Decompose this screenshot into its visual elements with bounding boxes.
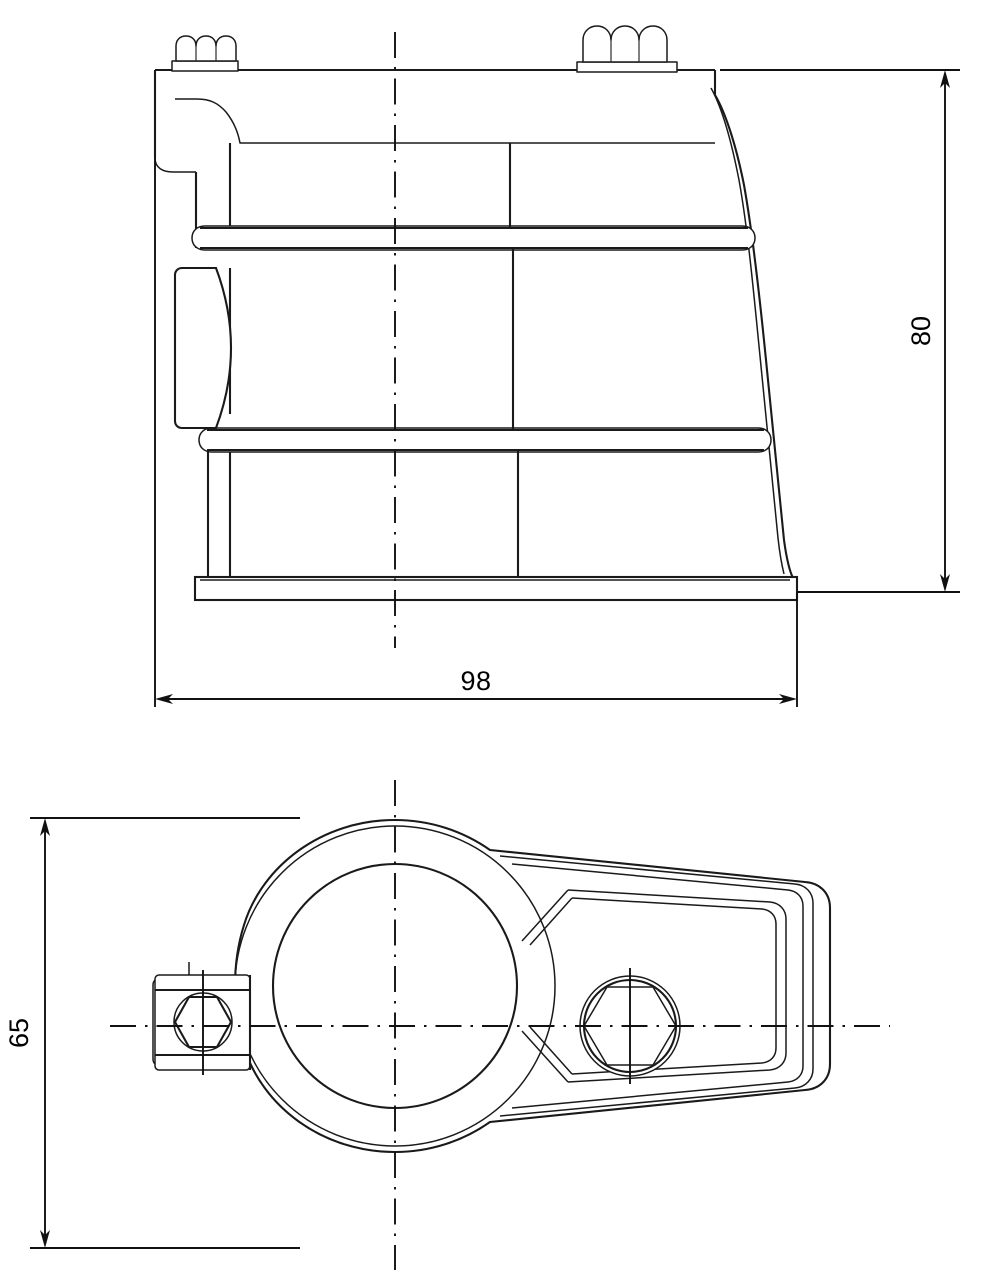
rib-band-lower-shape — [198, 427, 772, 453]
dim-80-arrow-top — [940, 70, 950, 88]
left-flange-fillet — [154, 157, 196, 173]
dim-65-arrow-top — [40, 818, 50, 836]
right-tapered-inner-wall — [710, 87, 785, 575]
dim-98-arrow-left — [155, 694, 173, 704]
plan-chamfer-lower-2 — [529, 1026, 573, 1075]
plan-centerlines — [110, 780, 890, 1270]
plan-body-outline — [233, 818, 832, 1154]
hex-bolt-left-head — [175, 35, 237, 62]
plan-chamfer-lower — [521, 1030, 569, 1083]
plan-chamfer-upper-2 — [529, 897, 573, 946]
bracket-body-outline — [153, 68, 794, 579]
top-flange-underside — [196, 98, 715, 144]
clamp-boss-left — [173, 266, 233, 430]
dimension-depth-65: 65 — [4, 817, 300, 1249]
plan-arm-offset-1 — [499, 855, 814, 1117]
hex-bolt-left-washer — [171, 60, 239, 72]
right-tapered-outer-wall — [713, 70, 794, 579]
base-plate-rect — [193, 575, 799, 602]
clamp-boss-plan-left — [152, 962, 252, 1075]
clamp-tab-upper — [188, 962, 196, 977]
rib-band-lower — [198, 427, 772, 453]
rib-band-upper — [191, 225, 756, 251]
dim-65-label: 65 — [4, 1018, 34, 1048]
dim-80-arrow-bottom — [940, 574, 950, 592]
plan-arm-pocket-inner — [571, 897, 777, 1075]
dim-65-arrow-bottom — [40, 1230, 50, 1248]
clamp-boss-left-shape — [173, 266, 233, 430]
dim-98-arrow-right — [779, 694, 797, 704]
rib-band-upper-shape — [191, 225, 756, 251]
base-plate — [193, 575, 799, 602]
plan-chamfer-upper — [521, 889, 569, 942]
hex-bolt-head-left — [171, 35, 239, 72]
plan-view: 65 — [4, 780, 890, 1270]
dimension-height-80: 80 — [720, 69, 960, 593]
front-elevation-view: 80 98 — [153, 25, 960, 707]
plan-arm-pocket-outer — [567, 889, 787, 1083]
dimension-width-98: 98 — [154, 158, 798, 707]
plan-outer-silhouette — [233, 818, 832, 1154]
hex-bolt-right-washer — [576, 61, 678, 73]
plan-arm-offset-2 — [511, 863, 804, 1109]
hex-bolt-right-head — [582, 25, 668, 63]
hex-bolt-head-right — [576, 25, 678, 73]
dim-80-label: 80 — [906, 316, 936, 346]
dim-98-label: 98 — [460, 666, 491, 696]
